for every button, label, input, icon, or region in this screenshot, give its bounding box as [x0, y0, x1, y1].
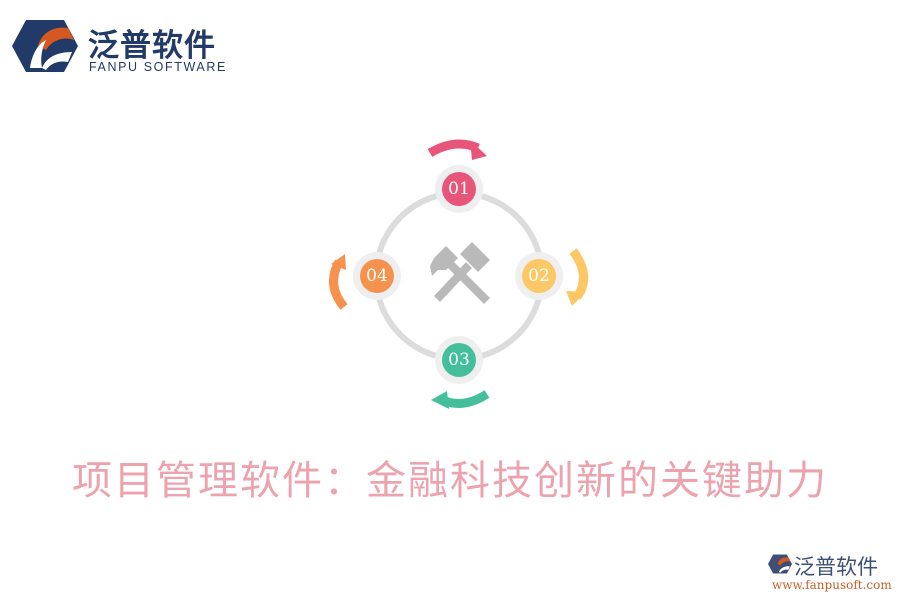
crossed-hammers-icon — [430, 242, 490, 304]
step-node-01 — [435, 165, 483, 213]
step-node-04 — [353, 252, 401, 300]
step-label-04: 04 — [366, 266, 388, 286]
watermark-logo: 泛普软件 www.fanpusoft.com — [768, 549, 898, 597]
clockwise-arrow-left — [329, 254, 348, 310]
fanpu-logo: 泛普软件 FANPU SOFTWARE — [12, 16, 232, 76]
fanpu-hexagon-small-icon — [768, 554, 792, 574]
clockwise-arrow-bottom — [431, 390, 490, 409]
step-node-03 — [435, 336, 483, 384]
step-label-01: 01 — [448, 179, 470, 199]
fanpu-hexagon-icon — [12, 20, 78, 72]
logo-english-name: FANPU SOFTWARE — [89, 60, 227, 74]
step-label-03: 03 — [448, 350, 470, 370]
clockwise-arrow-top — [427, 139, 487, 160]
step-node-02 — [515, 252, 563, 300]
watermark-chinese-name: 泛普软件 — [794, 555, 878, 579]
clockwise-arrow-right — [566, 248, 588, 306]
cycle-diagram: 01 02 03 04 — [329, 139, 588, 409]
step-label-02: 02 — [528, 266, 550, 286]
watermark-url: www.fanpusoft.com — [772, 578, 892, 592]
page-headline: 项目管理软件：金融科技创新的关键助力 — [72, 458, 828, 504]
logo-chinese-name: 泛普软件 — [88, 28, 216, 64]
